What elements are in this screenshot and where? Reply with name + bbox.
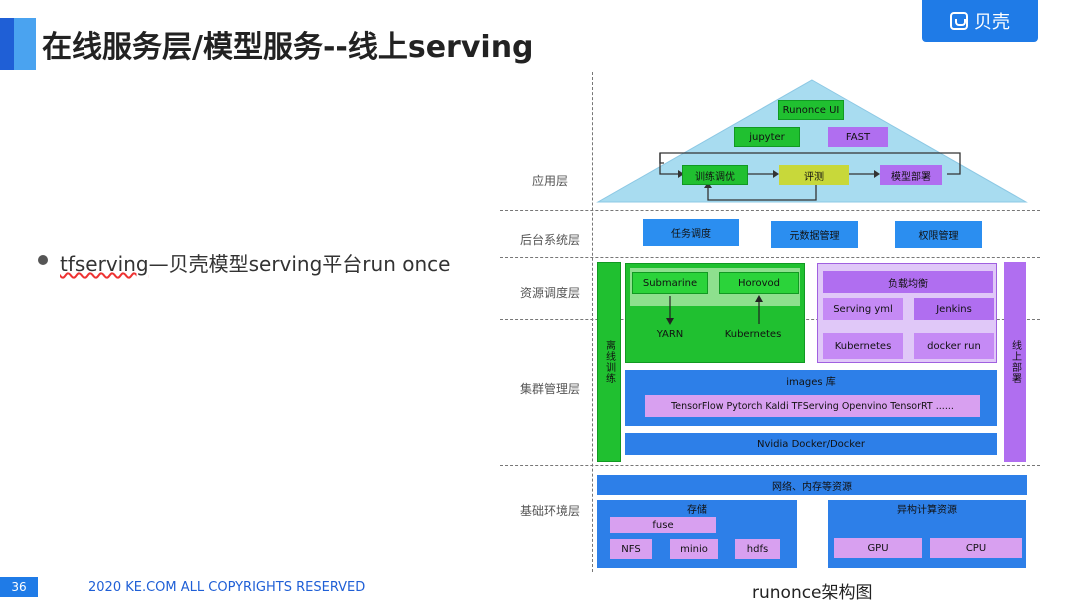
bullet-icon — [38, 255, 48, 265]
gpu-box: GPU — [834, 538, 922, 558]
offline-training-bar: 离线训练 — [597, 262, 621, 462]
hetero-compute-label: 异构计算资源 — [897, 504, 957, 516]
kubernetes-online-box: Kubernetes — [823, 333, 903, 359]
diagram-divider-vertical — [592, 72, 593, 572]
bullet-rest: —贝壳模型serving平台run once — [148, 252, 451, 276]
layer-divider — [500, 210, 1040, 211]
logo-text: 贝壳 — [974, 12, 1010, 33]
title-accent-bar — [0, 18, 14, 70]
eval-box: 评测 — [779, 165, 849, 185]
jenkins-box: Jenkins — [914, 298, 994, 320]
layer-divider — [500, 257, 1040, 258]
page-number: 36 — [0, 577, 38, 597]
horovod-box: Horovod — [719, 272, 799, 294]
logo-house-icon — [950, 12, 968, 30]
layer-label-cluster: 集群管理层 — [520, 382, 581, 396]
fuse-box: fuse — [610, 517, 716, 533]
offline-arrows — [666, 295, 763, 325]
minio-box: minio — [670, 539, 718, 559]
permission-management-box: 权限管理 — [895, 221, 982, 248]
runonce-ui-box: Runonce UI — [778, 100, 844, 120]
copyright-text: 2020 KE.COM ALL COPYRIGHTS RESERVED — [88, 580, 366, 595]
metadata-management-box: 元数据管理 — [771, 221, 858, 248]
cpu-box: CPU — [930, 538, 1022, 558]
layer-label-infra: 基础环境层 — [520, 504, 581, 518]
diagram-caption: runonce架构图 — [752, 583, 873, 603]
images-repo-label: images 库 — [786, 376, 836, 388]
layer-label-backend: 后台系统层 — [520, 233, 581, 247]
frameworks-box: TensorFlow Pytorch Kaldi TFServing Openv… — [645, 395, 980, 417]
yarn-label: YARN — [656, 328, 684, 340]
page-title: 在线服务层/模型服务--线上serving — [42, 30, 534, 65]
brand-logo: 贝壳 — [922, 0, 1038, 42]
task-scheduling-box: 任务调度 — [643, 219, 739, 246]
online-deploy-bar: 线上部署 — [1004, 262, 1026, 462]
docker-run-box: docker run — [914, 333, 994, 359]
bullet-text: tfserving—贝壳模型serving平台run once — [60, 248, 450, 277]
app-layer-triangle — [596, 79, 1028, 203]
nvidia-docker-box: Nvidia Docker/Docker — [625, 433, 997, 455]
storage-label: 存储 — [687, 504, 707, 516]
bullet-underlined-term: tfserving — [60, 252, 149, 276]
network-memory-box: 网络、内存等资源 — [597, 475, 1027, 495]
deploy-box: 模型部署 — [880, 165, 942, 185]
serving-yml-box: Serving yml — [823, 298, 903, 320]
hdfs-box: hdfs — [735, 539, 780, 559]
nfs-box: NFS — [610, 539, 652, 559]
load-balancer-box: 负载均衡 — [823, 271, 993, 293]
submarine-box: Submarine — [632, 272, 708, 294]
layer-divider — [500, 465, 1040, 466]
jupyter-box: jupyter — [734, 127, 800, 147]
train-box: 训练调优 — [682, 165, 748, 185]
layer-label-app: 应用层 — [532, 174, 569, 188]
layer-label-resource: 资源调度层 — [520, 286, 581, 300]
title-accent-bar-light — [14, 18, 36, 70]
kubernetes-offline-label: Kubernetes — [724, 328, 782, 340]
fast-box: FAST — [828, 127, 888, 147]
